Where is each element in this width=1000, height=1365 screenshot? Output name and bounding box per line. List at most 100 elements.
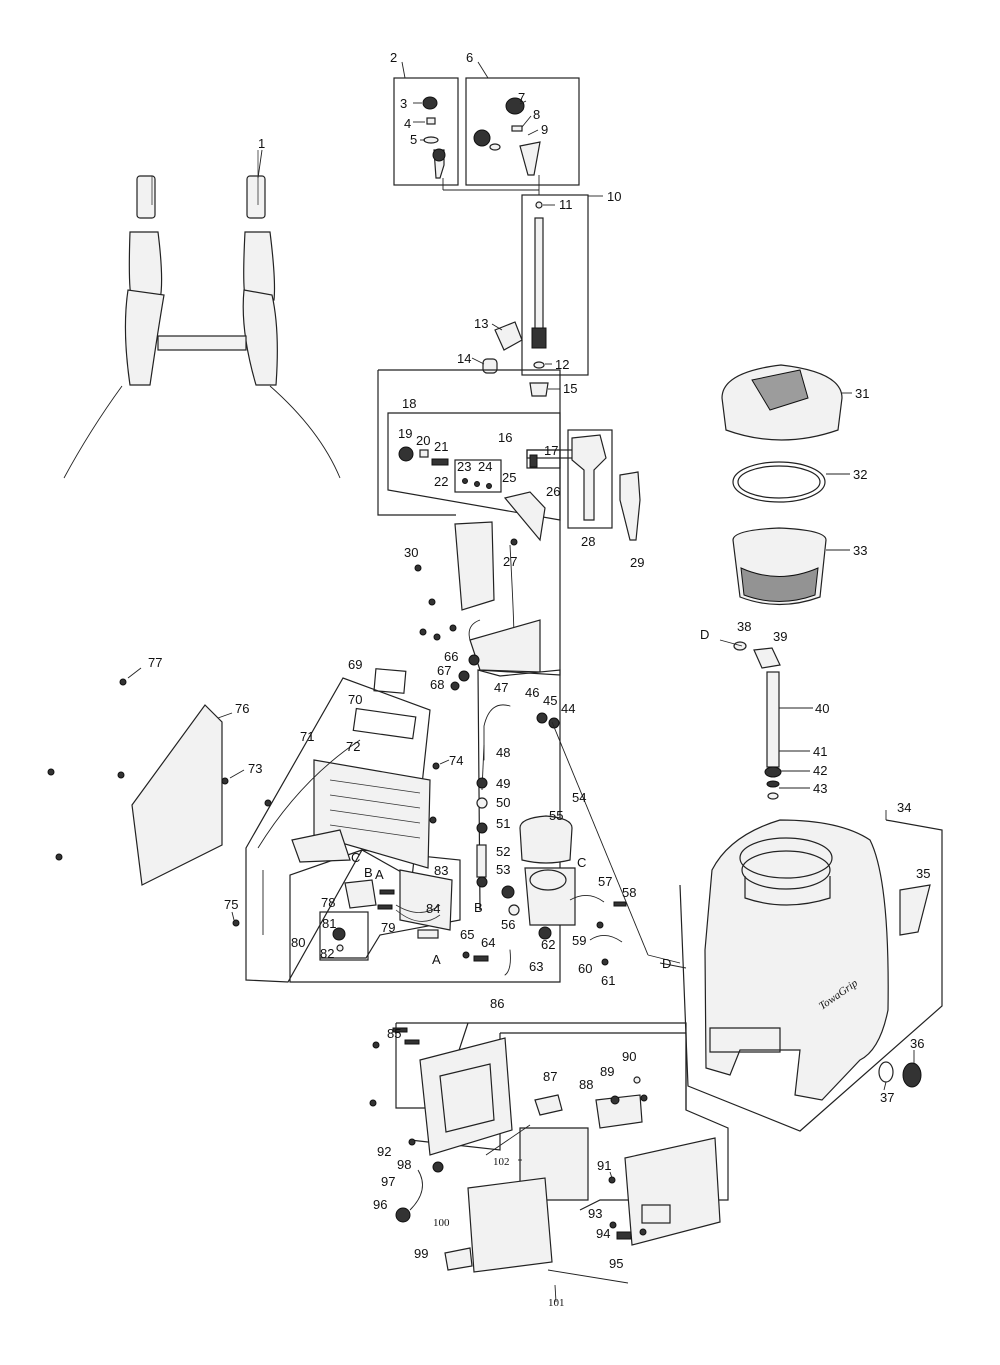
label-31: 31 [855,386,869,401]
ref-b-left: B [364,865,373,880]
label-35: 35 [916,866,930,881]
label-47: 47 [494,680,508,695]
label-43: 43 [813,781,827,796]
tank-frame-34 [679,819,943,1132]
label-44: 44 [561,701,575,716]
tank-cap-group [721,364,843,800]
label-41: 41 [813,744,827,759]
label-88: 88 [579,1077,593,1092]
label-77: 77 [148,655,162,670]
label-57: 57 [598,874,612,889]
label-15: 15 [563,381,577,396]
label-27: 27 [503,554,517,569]
label-12: 12 [555,357,569,372]
harness-straps [63,150,341,479]
label-86: 86 [490,996,504,1011]
back-plate-screws [47,678,272,861]
lance-parts [482,201,549,397]
label-50: 50 [496,795,510,810]
label-4: 4 [404,116,411,131]
housing-parts [232,668,453,952]
label-97: 97 [381,1174,395,1189]
ref-b-right: B [474,900,483,915]
label-60: 60 [578,961,592,976]
nozzle-parts [422,96,541,179]
ref-c-right: C [577,855,586,870]
label-21: 21 [434,439,448,454]
label-20: 20 [416,433,430,448]
label-64: 64 [481,935,495,950]
label-82: 82 [320,946,334,961]
label-66: 66 [444,649,458,664]
ref-d-top: D [700,627,709,642]
label-69: 69 [348,657,362,672]
label-68: 68 [430,677,444,692]
back-plate-76 [131,704,223,886]
label-85: 85 [387,1026,401,1041]
label-89: 89 [600,1064,614,1079]
connection-reference-letters: C B A A B C D D [351,627,709,971]
label-84: 84 [426,901,440,916]
label-54: 54 [572,790,586,805]
label-94: 94 [596,1226,610,1241]
label-90: 90 [622,1049,636,1064]
label-46: 46 [525,685,539,700]
label-67: 67 [437,663,451,678]
label-81: 81 [322,916,336,931]
label-62: 62 [541,937,555,952]
label-78: 78 [321,895,335,910]
label-52: 52 [496,844,510,859]
label-53: 53 [496,862,510,877]
label-5: 5 [410,132,417,147]
handle-assembly-frame [378,369,561,676]
label-32: 32 [853,467,867,482]
label-8: 8 [533,107,540,122]
label-74: 74 [449,753,463,768]
label-42: 42 [813,763,827,778]
label-95: 95 [609,1256,623,1271]
label-58: 58 [622,885,636,900]
handle-parts [398,434,641,691]
label-23: 23 [457,459,471,474]
label-55: 55 [549,808,563,823]
label-16: 16 [498,430,512,445]
label-91: 91 [597,1158,611,1173]
label-98: 98 [397,1157,411,1172]
battery-box-frame-86 [396,1022,729,1211]
label-72: 72 [346,739,360,754]
electrical-parts [377,889,441,922]
label-96: 96 [373,1197,387,1212]
nozzle-kit-box-2 [393,77,459,186]
label-75: 75 [224,897,238,912]
ref-a-left: A [375,867,384,882]
label-11: 11 [559,197,573,212]
label-100: 100 [433,1217,450,1229]
label-24: 24 [478,459,492,474]
label-19: 19 [398,426,412,441]
label-30: 30 [404,545,418,560]
label-6: 6 [466,50,473,65]
label-51: 51 [496,816,510,831]
label-49: 49 [496,776,510,791]
label-92: 92 [377,1144,391,1159]
label-3: 3 [400,96,407,111]
label-76: 76 [235,701,249,716]
label-65: 65 [460,927,474,942]
label-71: 71 [300,729,314,744]
leader-lines [127,61,915,1303]
housing-frame [245,677,431,983]
label-9: 9 [541,122,548,137]
label-37: 37 [880,1090,894,1105]
label-70: 70 [348,692,362,707]
label-80: 80 [291,935,305,950]
label-63: 63 [529,959,543,974]
ref-c-left: C [351,850,360,865]
lance-box-10 [521,194,589,376]
label-73: 73 [248,761,262,776]
label-93: 93 [588,1206,602,1221]
label-18: 18 [402,396,416,411]
label-56: 56 [501,917,515,932]
label-99: 99 [414,1246,428,1261]
label-17: 17 [544,443,558,458]
